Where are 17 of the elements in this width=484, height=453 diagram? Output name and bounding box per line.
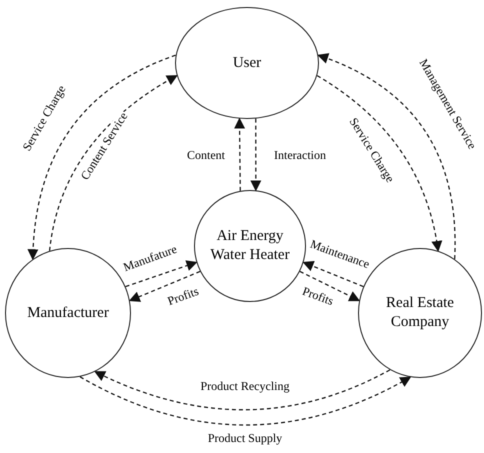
dashed-arrow (300, 270, 360, 302)
edge-label: Content (186, 149, 226, 161)
dashed-arrow (48, 75, 178, 251)
dashed-arrow (302, 260, 364, 288)
dashed-arrow (234, 118, 246, 191)
dashed-arrow (317, 54, 456, 260)
dashed-arrow (94, 369, 390, 410)
edge-label: Product Supply (206, 432, 284, 444)
edge-label: Interaction (273, 149, 327, 161)
dashed-arrow (128, 270, 200, 302)
dashed-arrow (250, 118, 262, 192)
dashed-arrow (28, 54, 176, 260)
edge-label: Product Recycling (200, 380, 290, 392)
dashed-arrow (125, 260, 198, 288)
entity-ellipse: User (175, 7, 319, 119)
dashed-arrow (80, 376, 412, 426)
dashed-arrow (316, 75, 442, 252)
